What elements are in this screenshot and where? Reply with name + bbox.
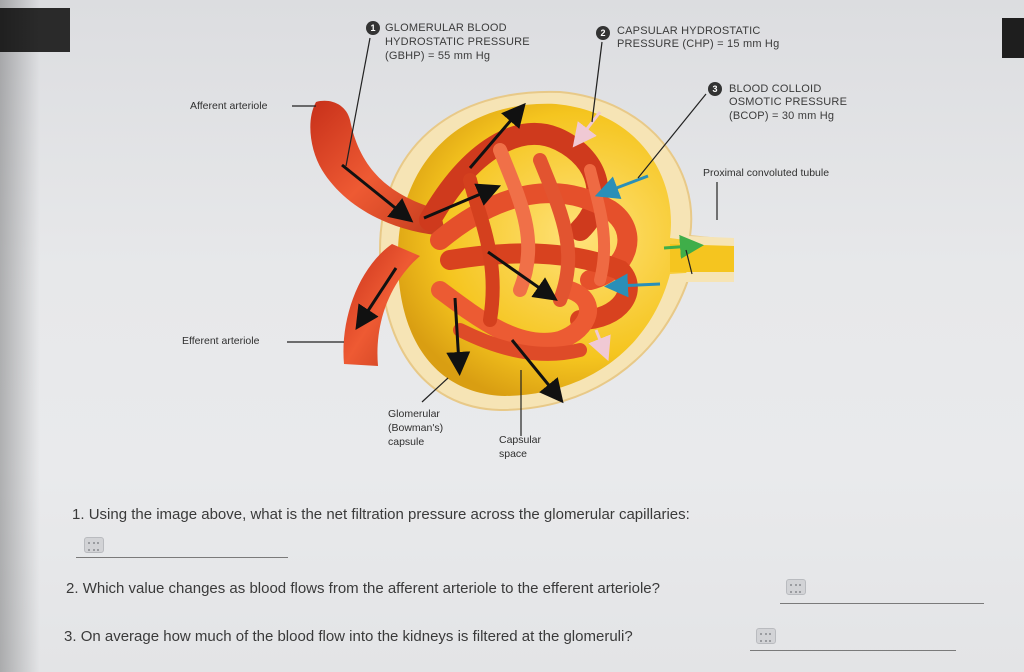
- keyboard-icon[interactable]: [756, 628, 776, 644]
- gbhp-label-line1: GLOMERULAR BLOOD: [385, 22, 507, 34]
- keyboard-icon[interactable]: [84, 537, 104, 553]
- bcop-label-line2: OSMOTIC PRESSURE: [729, 96, 848, 108]
- dark-corner-right: [1002, 18, 1024, 58]
- dark-corner: [0, 8, 70, 52]
- capsule-label-line1: Glomerular: [388, 408, 440, 420]
- gbhp-label-line3: (GBHP) = 55 mm Hg: [385, 50, 491, 62]
- afferent-arteriole-label: Afferent arteriole: [190, 100, 268, 112]
- photo-shadow: [0, 0, 40, 672]
- question-2-text: Which value changes as blood flows from …: [82, 580, 660, 597]
- chp-label-line2: PRESSURE (CHP) = 15 mm Hg: [617, 38, 780, 50]
- answer-field-1[interactable]: [76, 557, 288, 558]
- question-1: 1. Using the image above, what is the ne…: [72, 506, 690, 523]
- number-badge-1: 1: [366, 21, 380, 35]
- question-3-text: On average how much of the blood flow in…: [80, 628, 633, 645]
- number-badge-2: 2: [596, 26, 610, 40]
- question-2: 2. Which value changes as blood flows fr…: [66, 580, 660, 597]
- question-1-text: Using the image above, what is the net f…: [88, 506, 690, 523]
- number-badge-3: 3: [708, 82, 722, 96]
- proximal-tubule-label: Proximal convoluted tubule: [703, 167, 830, 179]
- capsule-label-line3: capsule: [388, 436, 425, 448]
- capsule-label-line2: (Bowman's): [388, 422, 444, 434]
- answer-field-3[interactable]: [750, 650, 956, 651]
- gbhp-label-line2: HYDROSTATIC PRESSURE: [385, 36, 530, 48]
- question-3-number: 3.: [64, 628, 77, 645]
- efferent-arteriole-label: Efferent arteriole: [182, 335, 260, 347]
- keyboard-icon[interactable]: [786, 579, 806, 595]
- capsular-space-label-line1: Capsular: [499, 434, 542, 446]
- question-3: 3. On average how much of the blood flow…: [64, 628, 633, 645]
- bcop-label-line1: BLOOD COLLOID: [729, 83, 822, 95]
- answer-field-2[interactable]: [780, 603, 984, 604]
- capsular-space-label-line2: space: [499, 448, 528, 460]
- question-1-number: 1.: [72, 506, 85, 523]
- chp-label-line1: CAPSULAR HYDROSTATIC: [617, 25, 761, 37]
- question-2-number: 2.: [66, 580, 79, 597]
- bcop-label-line3: (BCOP) = 30 mm Hg: [729, 110, 835, 122]
